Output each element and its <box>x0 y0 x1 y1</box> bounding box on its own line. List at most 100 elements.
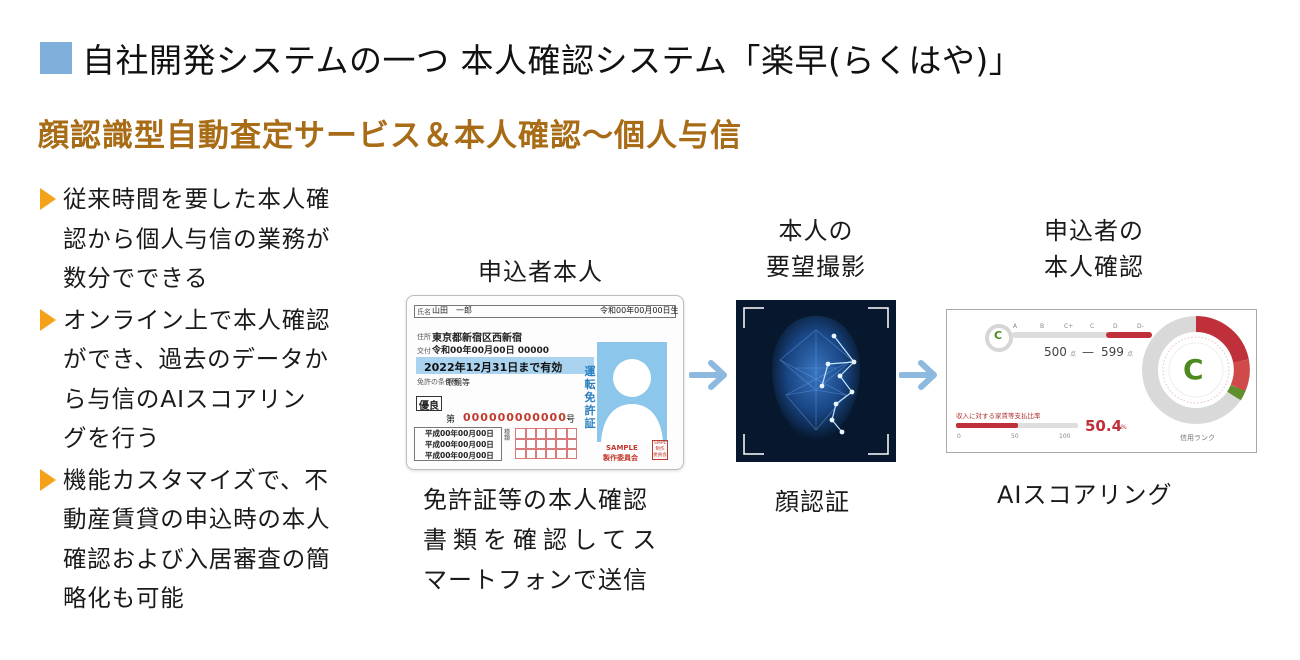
license-issue: 令和00年00月00日 00000 <box>432 346 550 356</box>
bullet-line: 認から個人与信の業務が <box>63 224 331 253</box>
license-name-key: 氏名 <box>417 308 431 316</box>
ratio-tick-label: 100 <box>1059 433 1071 440</box>
bullet-item: 従来時間を要した本人確 認から個人与信の業務が 数分でできる <box>40 180 370 299</box>
payment-ratio-fill <box>956 423 1018 428</box>
bullet-text: 機能カスタマイズで、不 動産賃貸の申込時の本人 確認および入居審査の簡 略化も可… <box>63 461 330 619</box>
bullet-item: 機能カスタマイズで、不 動産賃貸の申込時の本人 確認および入居審査の簡 略化も可… <box>40 461 370 619</box>
step-label-photo: 本人の 要望撮影 <box>766 213 866 285</box>
license-valid-band <box>416 357 594 374</box>
license-issue-key: 交付 <box>417 347 431 355</box>
bullet-line: オンライン上で本人確認 <box>63 305 331 334</box>
title-square-icon <box>40 42 72 74</box>
page-subtitle: 顔認識型自動査定サービス＆本人確認〜個人与信 <box>38 118 742 154</box>
license-grid-line <box>545 428 547 459</box>
grade-scale-label: D <box>1113 323 1118 330</box>
license-dob: 令和00年00月00日生 <box>600 306 679 315</box>
step-label-line: 要望撮影 <box>766 253 866 281</box>
step-label-line: 申込者の <box>1044 217 1144 245</box>
license-date-row: 平成00年00月00日 <box>425 440 494 449</box>
score-range-unit: 点 <box>1070 351 1077 358</box>
step-label-verify: 申込者の 本人確認 <box>1044 213 1144 285</box>
license-condition: 眼鏡等 <box>446 378 470 387</box>
bullet-text: 従来時間を要した本人確 認から個人与信の業務が 数分でできる <box>63 180 330 299</box>
step-caption-line: マートフォンで送信 <box>423 566 648 594</box>
license-grid-line <box>555 428 557 459</box>
grade-scale-label: A <box>1013 323 1018 330</box>
triangle-bullet-icon <box>40 308 56 331</box>
grade-scale-bar <box>1012 332 1152 338</box>
score-range-dash: — <box>1082 345 1094 359</box>
credit-rank-gauge <box>1142 316 1250 424</box>
license-date-table <box>414 427 502 461</box>
license-address-key: 住所 <box>417 333 431 341</box>
ratio-tick-label: 50 <box>1011 433 1019 440</box>
bullet-item: オンライン上で本人確認 ができ、過去のデータか ら与信のAIスコアリン グを行う <box>40 301 370 459</box>
score-range-low: 500 <box>1044 345 1067 359</box>
bullet-line: グを行う <box>63 424 161 452</box>
page-title-row: 自社開発システムの一つ 本人確認システム「楽早(らくはや)」 <box>40 34 1022 82</box>
bullet-line: 確認および入居審査の簡 <box>63 544 331 573</box>
bullet-line: 機能カスタマイズで、不 <box>63 465 329 494</box>
license-good-driver: 優良 <box>419 401 439 412</box>
license-vertical-title: 運転免許証 <box>584 365 596 430</box>
license-grid-line <box>535 428 537 459</box>
license-grid-line <box>525 428 527 459</box>
bullet-line: 数分でできる <box>63 264 209 292</box>
payment-ratio-label: 収入に対する家賃等支払比率 <box>956 412 1041 420</box>
step-caption-line: 書類を確認してス <box>423 526 663 554</box>
bullet-text: オンライン上で本人確認 ができ、過去のデータか ら与信のAIスコアリン グを行う <box>63 301 330 459</box>
face-mesh-icon <box>736 300 896 462</box>
license-address: 東京都新宿区西新宿 <box>432 333 522 344</box>
bullet-line: 動産賃貸の申込時の本人 <box>63 505 331 533</box>
license-grid-line <box>566 428 568 459</box>
license-sample-mark: SAMPLE <box>606 444 638 452</box>
bullet-line: ができ、過去のデータか <box>63 345 329 373</box>
grade-badge-icon <box>985 324 1013 352</box>
payment-ratio-unit: % <box>1121 424 1127 431</box>
score-range-unit: 点 <box>1127 351 1134 358</box>
license-issuer: 製作委員会 <box>603 454 638 462</box>
triangle-bullet-icon <box>40 468 56 491</box>
step-label-line: 本人確認 <box>1044 253 1144 281</box>
step-caption-applicant: 免許証等の本人確認 書類を確認してス マートフォンで送信 <box>423 480 662 600</box>
license-valid-until: 2022年12月31日まで有効 <box>424 361 563 374</box>
ratio-tick-label: 0 <box>957 433 961 440</box>
license-number: 000000000000 <box>463 411 567 424</box>
credit-rank-grade: C <box>1183 353 1204 386</box>
person-silhouette-icon <box>601 359 663 442</box>
bullet-list: 従来時間を要した本人確 認から個人与信の業務が 数分でできる オンライン上で本人… <box>40 180 370 621</box>
triangle-bullet-icon <box>40 188 56 210</box>
grade-badge-letter: C <box>994 329 1003 342</box>
face-scan-image <box>736 300 896 462</box>
step-caption-photo: 顔認証 <box>775 488 850 516</box>
score-range-high: 599 <box>1101 345 1124 359</box>
payment-ratio-value: 50.4 <box>1085 417 1123 435</box>
bullet-line: ら与信のAIスコアリン <box>63 384 307 413</box>
step-caption-verify: AIスコアリング <box>997 481 1173 509</box>
license-type-label: 種類 <box>504 429 511 442</box>
step-caption-line: 免許証等の本人確認 <box>423 486 648 514</box>
license-name: 山田 一郎 <box>432 306 472 315</box>
bullet-line: 略化も可能 <box>63 584 185 612</box>
license-date-row: 平成00年00月00日 <box>425 451 494 460</box>
license-number-prefix: 第 <box>446 415 456 425</box>
arrow-right-icon <box>689 360 727 390</box>
license-photo <box>597 342 667 442</box>
license-condition-key: 免許の条件等 <box>417 378 459 386</box>
license-name-row <box>414 305 676 318</box>
grade-scale-label: C <box>1090 323 1095 330</box>
grade-scale-label: C+ <box>1064 323 1074 330</box>
credit-rank-label: 信用ランク <box>1180 434 1215 442</box>
license-date-row: 平成00年00月00日 <box>425 429 494 438</box>
step-label-line: 本人の <box>778 217 854 245</box>
step-label-applicant: 申込者本人 <box>478 258 603 286</box>
grade-scale-label: D- <box>1137 323 1144 330</box>
license-good-box <box>416 396 442 411</box>
bullet-line: 従来時間を要した本人確 <box>63 185 331 213</box>
license-seal-stamp: SMPL 制作 委員会 <box>652 440 668 460</box>
grade-scale-fill <box>1106 332 1152 338</box>
license-number-suffix: 号 <box>566 415 576 425</box>
arrow-right-icon <box>899 360 937 390</box>
grade-scale-label: B <box>1040 323 1045 330</box>
page-title: 自社開発システムの一つ 本人確認システム「楽早(らくはや)」 <box>82 41 1023 80</box>
